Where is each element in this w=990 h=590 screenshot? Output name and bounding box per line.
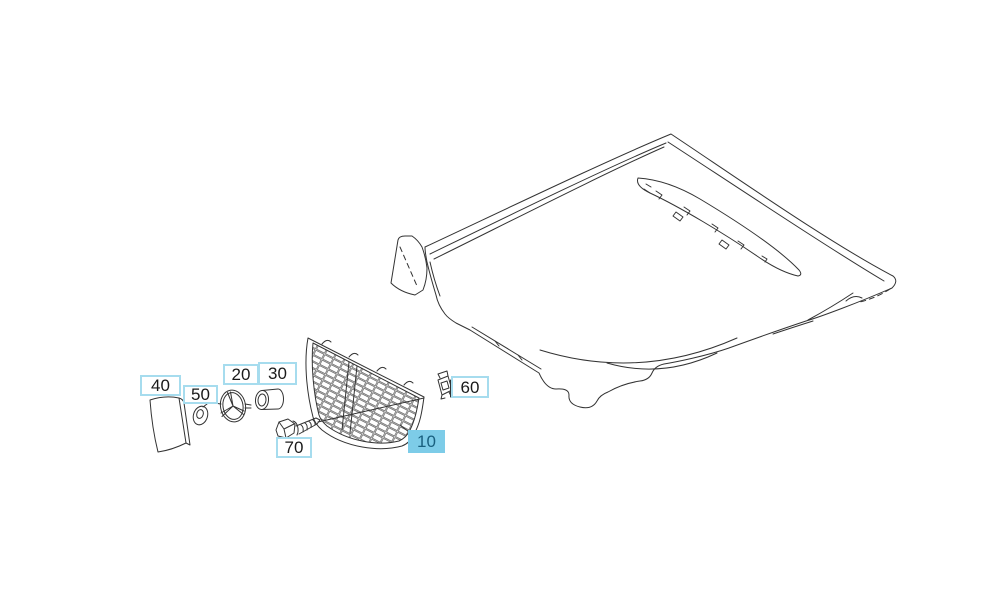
- callout-50[interactable]: 50: [183, 385, 218, 404]
- leader-lines: [318, 398, 424, 432]
- callout-60[interactable]: 60: [451, 376, 489, 398]
- cover-plate-drawing[interactable]: [150, 397, 190, 452]
- bolt-drawing[interactable]: [276, 418, 320, 438]
- callout-70[interactable]: 70: [276, 437, 312, 458]
- clip-drawing[interactable]: [438, 371, 452, 399]
- callout-10-highlighted[interactable]: 10: [408, 430, 445, 453]
- callout-40[interactable]: 40: [140, 375, 181, 396]
- leader-bolt-to-grille: [318, 398, 424, 422]
- star-emblem-drawing[interactable]: [214, 388, 251, 424]
- callout-30[interactable]: 30: [258, 362, 297, 385]
- hood-drawing: [391, 134, 896, 408]
- leader-grille-to-label-10: [400, 425, 409, 432]
- sleeve-drawing[interactable]: [255, 389, 284, 410]
- grommet-drawing[interactable]: [191, 404, 210, 427]
- radiator-grille-drawing[interactable]: [306, 338, 424, 449]
- callout-20[interactable]: 20: [223, 364, 259, 385]
